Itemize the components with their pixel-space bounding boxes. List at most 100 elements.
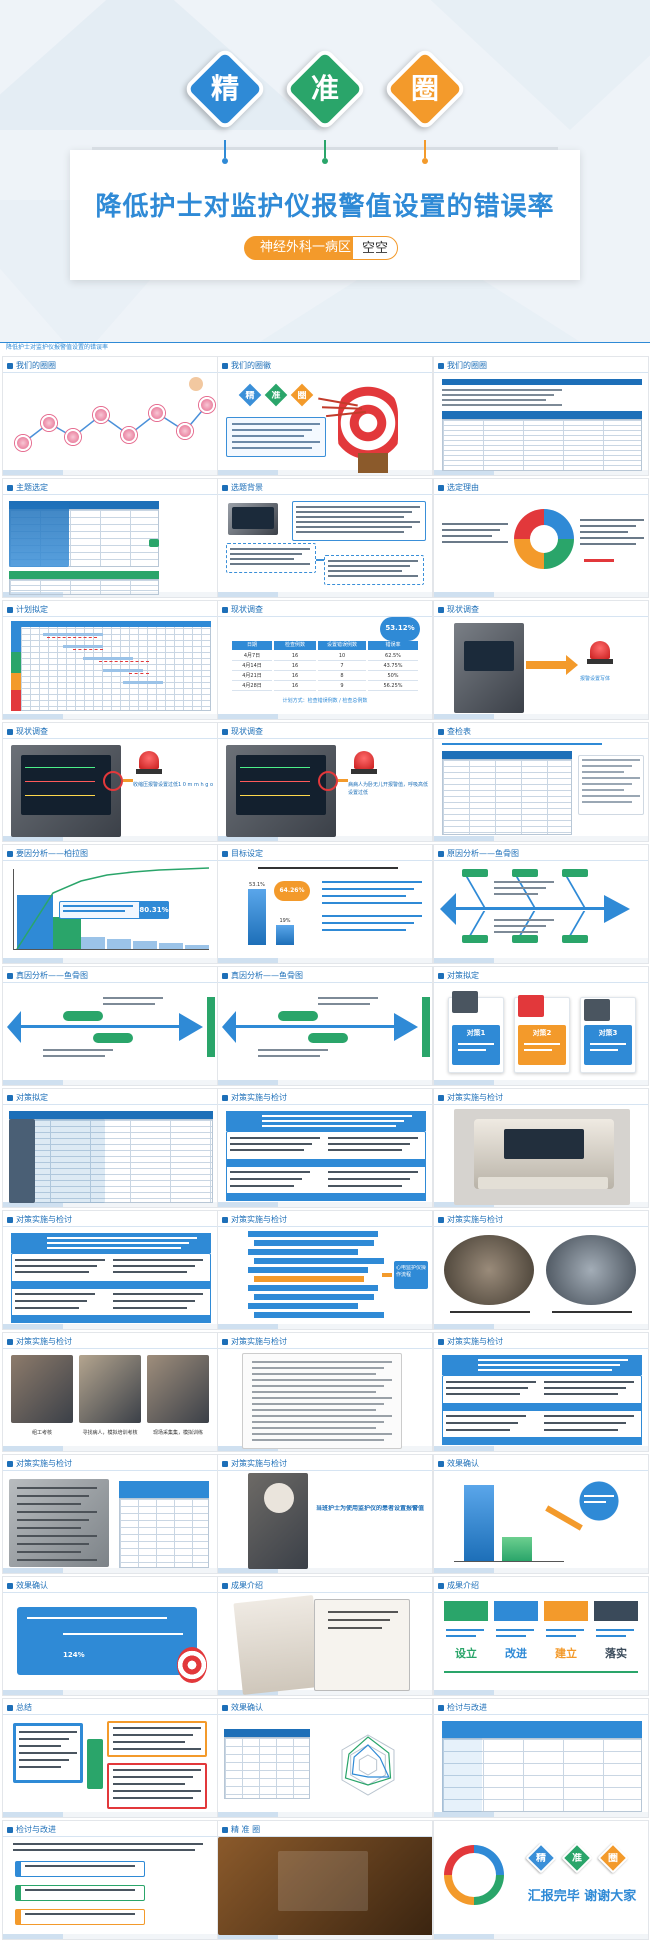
text-line xyxy=(494,919,554,921)
photo-caption: 现场采集集，模拟训练 xyxy=(152,1430,203,1436)
slide-thumbnail-32[interactable]: 成果介绍 xyxy=(217,1576,433,1696)
text-line xyxy=(446,1429,510,1431)
real-cause-oval xyxy=(278,1011,318,1021)
slide-title: 检讨与改进 xyxy=(438,1702,487,1714)
slide-thumbnail-23[interactable]: 对策实施与检讨心电监护仪操作流程 xyxy=(217,1210,433,1330)
slide-thumbnail-12[interactable]: 查检表 xyxy=(433,722,649,842)
slide-title: 对策实施与检讨 xyxy=(7,1336,72,1348)
monitor-screen xyxy=(236,755,326,815)
member-avatar xyxy=(41,415,57,431)
pin-dot-1 xyxy=(222,158,228,164)
text-line xyxy=(13,1843,203,1845)
slide-title-icon xyxy=(7,1582,13,1589)
side-label xyxy=(207,997,215,1057)
slide-thumbnail-24[interactable]: 对策实施与检讨 xyxy=(433,1210,649,1330)
slide-title: 我们的圈圈 xyxy=(7,360,56,372)
text-line xyxy=(296,516,404,518)
slide-footer xyxy=(218,1202,432,1207)
y-axis xyxy=(13,869,14,949)
slide-thumbnail-16[interactable]: 真因分析——鱼骨图 xyxy=(2,966,218,1086)
text-line xyxy=(580,543,636,545)
slide-title-icon xyxy=(438,1460,444,1467)
slide-thumbnail-34[interactable]: 总结 xyxy=(2,1698,218,1818)
slide-thumbnail-37[interactable]: 检讨与改进 xyxy=(2,1820,218,1940)
text-line xyxy=(25,1889,135,1891)
slide-footer xyxy=(434,1324,648,1329)
slide-title-text: 对策拟定 xyxy=(447,971,479,980)
text-line xyxy=(252,1385,384,1387)
slide-thumbnail-26[interactable]: 对策实施与检讨 xyxy=(217,1332,433,1452)
slide-thumbnail-7[interactable]: 计划拟定 xyxy=(2,600,218,720)
slide-title: 对策实施与检讨 xyxy=(7,1458,72,1470)
slide-title: 成果介绍 xyxy=(222,1580,263,1592)
slide-thumbnail-9[interactable]: 现状调查报警设置写体 xyxy=(433,600,649,720)
slide-thumbnail-28[interactable]: 对策实施与检讨 xyxy=(2,1454,218,1574)
slide-title-rule xyxy=(3,738,217,739)
slide-title-rule xyxy=(434,1104,648,1105)
cover-slide: 精 准 圈 降低护士对监护仪报警值设置的错误率 神经外科一病区 空空 降低护士对… xyxy=(0,0,650,352)
waveform xyxy=(240,767,310,768)
text-line xyxy=(262,1115,412,1117)
mini-diamond-char: 圈 xyxy=(608,1853,618,1864)
text-line xyxy=(15,1307,79,1309)
slide-thumbnail-30[interactable]: 效果确认 xyxy=(433,1454,649,1574)
slide-thumbnail-3[interactable]: 我们的圈圈 xyxy=(433,356,649,476)
slide-thumbnail-38[interactable]: 精 准 圈 xyxy=(217,1820,433,1940)
pin-dot-3 xyxy=(422,158,428,164)
text-line xyxy=(328,1171,418,1173)
text-line xyxy=(252,1409,376,1411)
text-line xyxy=(252,1421,384,1423)
text-line xyxy=(442,399,546,401)
slide-thumbnail-6[interactable]: 选定理由 xyxy=(433,478,649,598)
slide-thumbnail-29[interactable]: 对策实施与检讨当班护士为使用监护仪的患者设置报警值 xyxy=(217,1454,433,1574)
slide-thumbnail-19[interactable]: 对策拟定 xyxy=(2,1088,218,1208)
slide-title-rule xyxy=(218,372,432,373)
table-header xyxy=(442,1730,642,1738)
slide-thumbnail-20[interactable]: 对策实施与检讨 xyxy=(217,1088,433,1208)
section-bar xyxy=(442,1403,642,1411)
photo-tag: 病病人为卧无儿开报警值，呼吸高低设置过低 xyxy=(348,782,429,796)
slide-thumbnail-4[interactable]: 主题选定 xyxy=(2,478,218,598)
slide-thumbnail-2[interactable]: 我们的圈徽精准圈 xyxy=(217,356,433,476)
slide-thumbnail-39[interactable]: 精准圈汇报完毕 谢谢大家 xyxy=(433,1820,649,1940)
slide-thumbnail-33[interactable]: 成果介绍设立改进建立落实 xyxy=(433,1576,649,1696)
slide-title-rule xyxy=(434,860,648,861)
table-cell: 10 xyxy=(318,652,366,661)
slide-thumbnail-1[interactable]: 我们的圈圈 xyxy=(2,356,218,476)
result-label: 落实 xyxy=(605,1647,627,1660)
summary-box-2 xyxy=(107,1721,207,1757)
slide-thumbnail-17[interactable]: 真因分析——鱼骨图 xyxy=(217,966,433,1086)
slide-thumbnail-35[interactable]: 效果确认 xyxy=(217,1698,433,1818)
improve-value: 64.26% xyxy=(279,887,305,894)
slide-thumbnail-22[interactable]: 对策实施与检讨 xyxy=(2,1210,218,1330)
highlight-value xyxy=(584,559,614,562)
slide-thumbnail-5[interactable]: 选题背景 xyxy=(217,478,433,598)
waveform xyxy=(240,781,310,782)
text-line xyxy=(113,1776,193,1778)
text-line xyxy=(15,1259,105,1261)
slide-thumbnail-21[interactable]: 对策实施与检讨 xyxy=(433,1088,649,1208)
slide-thumbnail-10[interactable]: 现状调查收缩压报警设置过低1 0 m m h g o xyxy=(2,722,218,842)
text-line xyxy=(113,1783,185,1785)
text-line xyxy=(103,1003,155,1005)
radar-series xyxy=(351,1744,390,1778)
criteria-header xyxy=(9,571,159,579)
slide-thumbnail-11[interactable]: 现状调查病病人为卧无儿开报警值，呼吸高低设置过低 xyxy=(217,722,433,842)
text-line xyxy=(584,1495,614,1497)
slide-title-icon xyxy=(222,1826,228,1833)
slide-thumbnail-36[interactable]: 检讨与改进 xyxy=(433,1698,649,1818)
text-line xyxy=(328,565,410,567)
strategy-icon xyxy=(584,999,610,1021)
text-line xyxy=(458,1049,486,1051)
slide-thumbnail-25[interactable]: 对策实施与检讨组工考核寻找病人，模拟培训考核现场采集集，模拟训练 xyxy=(2,1332,218,1452)
pareto-curve-line xyxy=(16,867,210,950)
slide-thumbnail-27[interactable]: 对策实施与检讨 xyxy=(433,1332,649,1452)
alarm-base xyxy=(587,659,613,664)
slide-title: 计划拟定 xyxy=(7,604,48,616)
slide-thumbnail-15[interactable]: 原因分析——鱼骨图 xyxy=(433,844,649,964)
